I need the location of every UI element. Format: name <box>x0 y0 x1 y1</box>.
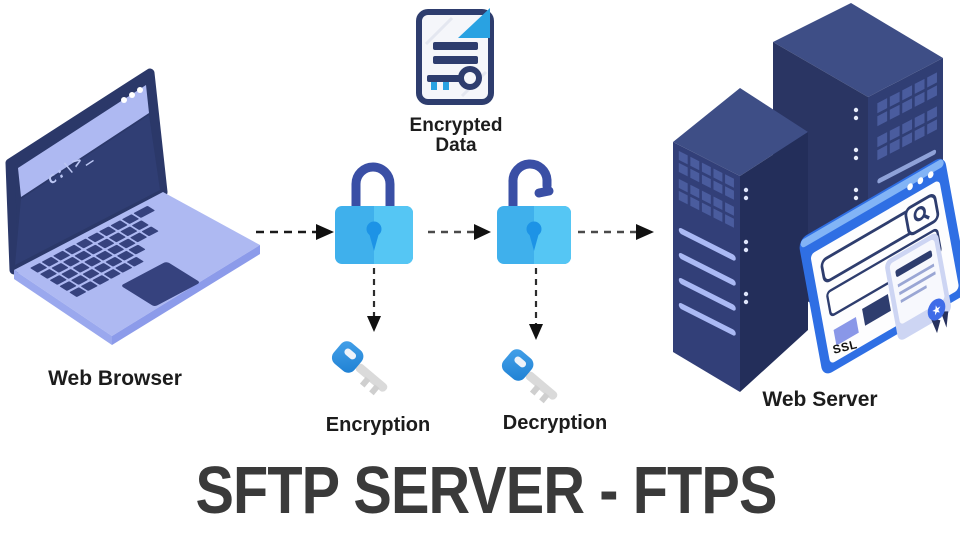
web-server-label: Web Server <box>762 388 878 411</box>
arrowhead <box>316 224 334 240</box>
padlock-unlocked-icon <box>497 159 571 264</box>
certificate-line <box>900 285 927 304</box>
padlock-body-highlight <box>374 206 413 264</box>
rosette-seal <box>927 298 946 321</box>
arrowhead <box>529 324 543 340</box>
key-hole <box>514 356 527 368</box>
laptop-screen <box>15 115 160 265</box>
paper-hatch <box>424 16 454 46</box>
server-top-face <box>773 3 943 97</box>
key-tooth <box>539 392 550 404</box>
ribbon-tail <box>940 311 949 328</box>
window-dot <box>917 177 924 185</box>
laptop-base-edge <box>14 270 112 345</box>
server-top-face <box>673 88 808 176</box>
keyhole <box>529 233 539 251</box>
encryption-label: Encryption <box>325 414 431 436</box>
keyhole <box>526 221 542 237</box>
server-led-dots <box>853 107 859 201</box>
key-hole <box>344 348 357 360</box>
encrypted-data-line1: Encrypted <box>409 115 503 136</box>
key-shaft <box>525 371 558 400</box>
document-key-ring <box>458 66 482 90</box>
server-led-dots <box>743 187 749 305</box>
certificate-line <box>899 271 936 296</box>
ssl-certificate-icon: ★ <box>885 233 951 340</box>
arrowhead <box>367 316 381 332</box>
server-towers-icon <box>673 3 943 392</box>
certificate-title-bar <box>895 250 933 277</box>
laptop-base-edge <box>112 245 260 345</box>
padlock-shackle <box>351 162 395 210</box>
certificate-line <box>897 263 935 288</box>
laptop-browser-topbar <box>18 85 149 197</box>
window-dot <box>121 97 127 103</box>
window-dot <box>927 171 934 179</box>
laptop-icon <box>5 68 260 345</box>
document-key-bar <box>427 75 463 82</box>
keyhole <box>366 221 382 237</box>
padlock-shackle-hook <box>534 186 554 198</box>
padlock-locked-icon <box>335 162 413 264</box>
flow-arrows <box>256 224 654 340</box>
document-key-tooth <box>443 82 449 90</box>
document-line <box>433 42 478 50</box>
key-tooth <box>529 384 541 396</box>
document-line <box>433 56 478 64</box>
magnifier-icon <box>913 205 930 222</box>
laptop-trackpad <box>122 262 200 306</box>
keyhole <box>369 233 379 251</box>
rosette-star: ★ <box>931 300 943 319</box>
key-icon <box>501 349 558 404</box>
padlock-body-highlight <box>534 206 571 264</box>
decryption-label: Decryption <box>502 412 608 434</box>
encrypted-data-label: Encrypted Data <box>410 116 503 156</box>
page-title: SFTP SERVER - FTPS <box>195 453 777 528</box>
search-button-box <box>904 194 940 236</box>
key-head <box>331 341 364 373</box>
key-tooth <box>359 376 371 388</box>
document-key-tooth <box>431 82 437 90</box>
padlock-shackle-open <box>508 159 552 213</box>
web-browser-label: Web Browser <box>48 367 182 390</box>
key-tooth <box>369 384 380 396</box>
window-dot <box>907 183 913 191</box>
button-navy <box>862 294 891 326</box>
arrowhead <box>636 224 654 240</box>
browser-frame-highlight <box>800 159 944 248</box>
key-head <box>501 349 534 381</box>
ribbon-tail <box>930 317 941 334</box>
document-key-icon <box>416 8 494 105</box>
arrowhead <box>474 224 491 240</box>
encrypted-data-line2: Data <box>435 135 477 156</box>
laptop-keyboard <box>30 206 200 306</box>
server-side-face <box>740 132 808 392</box>
window-dot <box>129 92 135 98</box>
button-periwinkle <box>833 316 859 346</box>
window-dot <box>137 87 143 93</box>
folded-corner <box>458 8 490 38</box>
key-shaft <box>355 363 388 392</box>
key-icon <box>331 341 388 396</box>
